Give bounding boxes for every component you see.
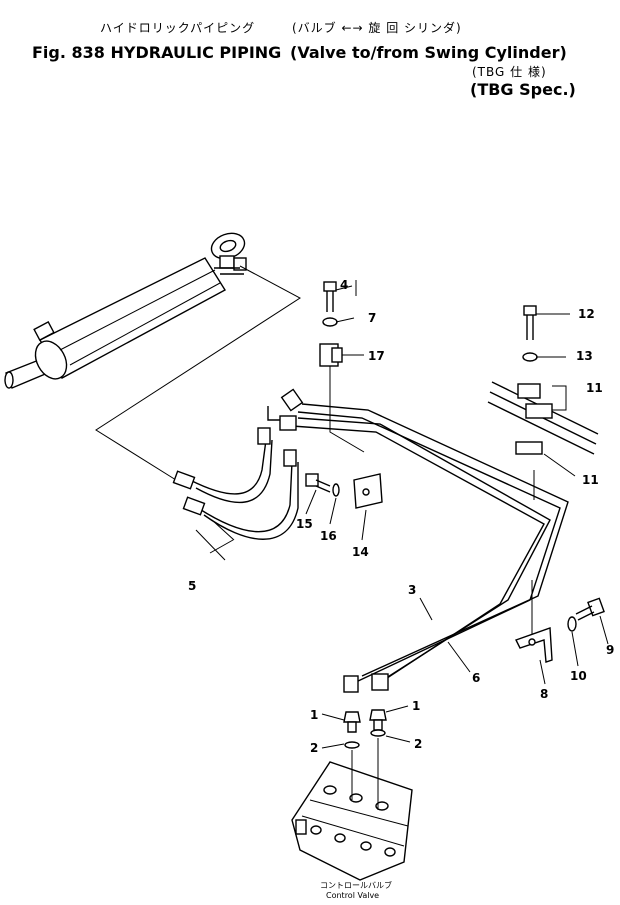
control-valve (291, 738, 413, 881)
caption-english: Control Valve (326, 891, 379, 900)
callout-5: 5 (188, 579, 196, 593)
callout-2-right: 2 (414, 737, 422, 751)
bracket-8 (515, 597, 605, 663)
callout-1-right: 1 (412, 699, 420, 713)
title-japanese-paren: (バルブ ←→ 旋 回 シリンダ) (292, 20, 462, 35)
clamp-assembly-11 (487, 305, 599, 477)
swing-cylinder (4, 232, 301, 481)
caption-japanese: コントロールバルブ (320, 880, 392, 890)
callouts: 4 7 17 12 13 11 11 15 16 14 5 3 6 8 10 9… (188, 278, 614, 755)
callout-11-upper: 11 (586, 381, 603, 395)
callout-2-left: 2 (310, 741, 318, 755)
callout-3: 3 (408, 583, 416, 597)
callout-14: 14 (352, 545, 369, 559)
leader-lines (305, 280, 609, 749)
callout-9: 9 (606, 643, 614, 657)
callout-16: 16 (320, 529, 337, 543)
control-valve-caption: コントロールバルブ Control Valve (320, 880, 392, 900)
callout-17: 17 (368, 349, 385, 363)
callout-12: 12 (578, 307, 595, 321)
callout-4: 4 (340, 278, 348, 292)
callout-7: 7 (368, 311, 376, 325)
spec-japanese: (TBG 仕 様) (472, 65, 547, 79)
callout-1-left: 1 (310, 708, 318, 722)
figure-title: Fig. 838 HYDRAULIC PIPING (32, 43, 281, 62)
spec-english: (TBG Spec.) (470, 80, 576, 99)
callout-10: 10 (570, 669, 587, 683)
callout-6: 6 (472, 671, 480, 685)
bracket-14 (305, 473, 383, 509)
adapters-and-orings (343, 709, 387, 749)
title-block: ハイドロリックパイピング (バルブ ←→ 旋 回 シリンダ) Fig. 838 … (32, 20, 576, 99)
title-japanese: ハイドロリックパイピング (100, 21, 255, 35)
hose-assembly-5 (172, 427, 299, 561)
pipes-3-and-6 (267, 388, 569, 693)
figure-subtitle: (Valve to/from Swing Cylinder) (290, 43, 567, 62)
callout-15: 15 (296, 517, 313, 531)
callout-11-lower: 11 (582, 473, 599, 487)
bolt-stack-left (319, 281, 365, 453)
callout-13: 13 (576, 349, 593, 363)
callout-8: 8 (540, 687, 548, 701)
